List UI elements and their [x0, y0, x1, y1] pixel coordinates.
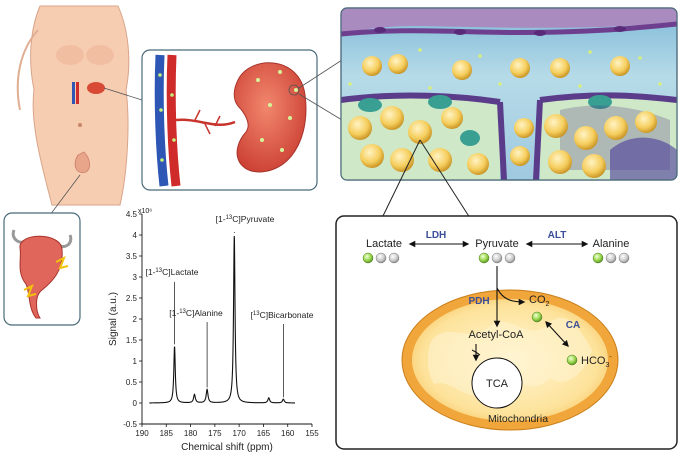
acetyl-coa-label: Acetyl-CoA — [468, 329, 524, 341]
ldh-enzyme-label: LDH — [426, 230, 447, 241]
kidney-location-marker — [72, 82, 105, 104]
x-tick-label: 175 — [208, 429, 222, 438]
hco3-carbon — [566, 354, 578, 366]
ca-enzyme-label: CA — [566, 320, 580, 331]
hco3-label: HCO3- — [581, 354, 612, 369]
x-tick-label: 155 — [305, 429, 319, 438]
y-tick-label: 2.5 — [126, 294, 138, 303]
x-tick-label: 170 — [232, 429, 246, 438]
pathway-panel: Lactate Pyruvate Alanine LDH ALT Mitocho… — [335, 215, 678, 450]
bicarbonate-group: HCO3- — [566, 354, 612, 369]
co2-release-arrow — [496, 287, 526, 306]
co2-group: CO2 — [529, 294, 550, 323]
peak-label: [1-13C]Alanine — [169, 308, 223, 318]
lactate-carbons — [362, 252, 400, 264]
tissue-panel — [340, 7, 678, 219]
pyruvate-carbons — [478, 252, 516, 264]
x-tick-label: 160 — [281, 429, 295, 438]
pyruvate-label: Pyruvate — [475, 238, 518, 250]
kidney-panel — [141, 49, 343, 191]
y-tick-label: 2 — [133, 315, 138, 324]
chart-peak-labels: [1-13C]Pyruvate [1-13C]Lactate [1-13C]Alan… — [146, 214, 314, 398]
mitochondria-label: Mitochondria — [488, 413, 548, 425]
x-tick-label: 185 — [160, 429, 174, 438]
ca-arrow — [545, 321, 569, 347]
nmr-spectrum-chart: 190 185 180 175 170 165 160 155 -0.5 0 0.5 1 1.5 2 2.5… — [108, 208, 319, 453]
tca-label: TCA — [486, 378, 509, 390]
y-tick-label: 4 — [133, 231, 138, 240]
peak-label: [1-13C]Lactate — [146, 267, 199, 277]
spectrum-trace — [149, 235, 295, 404]
cell-cluster — [348, 54, 657, 178]
co2-label: CO2 — [529, 294, 550, 308]
tca-cycle: TCA — [471, 344, 523, 409]
y-tick-label: 4.5 — [126, 210, 138, 219]
x-axis-label: Chemical shift (ppm) — [181, 442, 273, 453]
pdh-enzyme-label: PDH — [468, 296, 489, 307]
alanine-carbons — [592, 252, 630, 264]
y-tick-label: 0.5 — [126, 378, 138, 387]
lactate-label: Lactate — [366, 238, 402, 250]
y-tick-label: 1 — [133, 357, 138, 366]
peak-label: [13C]Bicarbonate — [251, 310, 314, 320]
human-body-illustration — [16, 5, 143, 216]
peak-label: [1-13C]Pyruvate — [216, 214, 275, 224]
x-tick-label: 190 — [135, 429, 149, 438]
y-tick-label: -0.5 — [123, 420, 137, 429]
x-tick-label: 165 — [257, 429, 271, 438]
y-tick-label: 3 — [133, 273, 138, 282]
alt-enzyme-label: ALT — [548, 230, 567, 241]
y-tick-label: 3.5 — [126, 252, 138, 261]
y-tick-label: 1.5 — [126, 336, 138, 345]
chart-ticks: 190 185 180 175 170 165 160 155 -0.5 0 0.5 1 1.5 2 2.5… — [123, 210, 319, 438]
alanine-label: Alanine — [593, 238, 630, 250]
y-multiplier-label: x10⁶ — [138, 208, 152, 215]
y-axis-label: Signal (a.u.) — [108, 292, 119, 346]
y-tick-label: 0 — [133, 399, 138, 408]
co2-carbon — [531, 311, 543, 323]
bladder-panel — [3, 212, 81, 326]
x-tick-label: 180 — [184, 429, 198, 438]
